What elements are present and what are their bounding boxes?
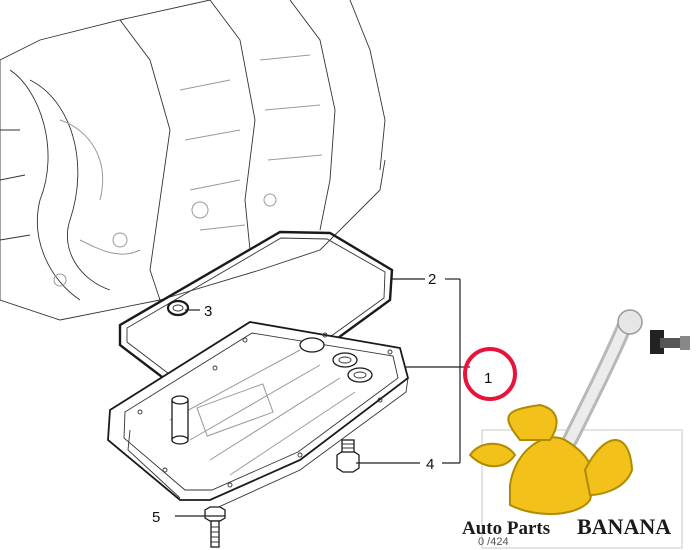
callout-5: 5 bbox=[152, 509, 160, 526]
oil-pan-gasket bbox=[118, 230, 394, 404]
control-arm-icon bbox=[562, 309, 690, 448]
pan-bolt bbox=[204, 506, 226, 548]
callout-2: 2 bbox=[428, 271, 436, 288]
brand-name-big: BANANA bbox=[577, 514, 671, 539]
transmission-housing bbox=[0, 0, 386, 321]
highlight-circle bbox=[463, 347, 517, 401]
oil-pan bbox=[107, 321, 410, 511]
callout-3: 3 bbox=[204, 303, 212, 320]
brand-name-small: Auto Parts bbox=[462, 518, 550, 539]
leader-lines bbox=[175, 278, 470, 517]
banana-icon bbox=[468, 403, 634, 516]
callout-1: 1 bbox=[484, 370, 492, 387]
o-ring bbox=[166, 299, 190, 317]
diagram-number: 0 /424 bbox=[478, 536, 509, 548]
drain-plug bbox=[336, 439, 360, 473]
watermark-logo: 0 /424 Auto Parts BANANA bbox=[462, 309, 690, 549]
callout-4: 4 bbox=[426, 456, 434, 473]
